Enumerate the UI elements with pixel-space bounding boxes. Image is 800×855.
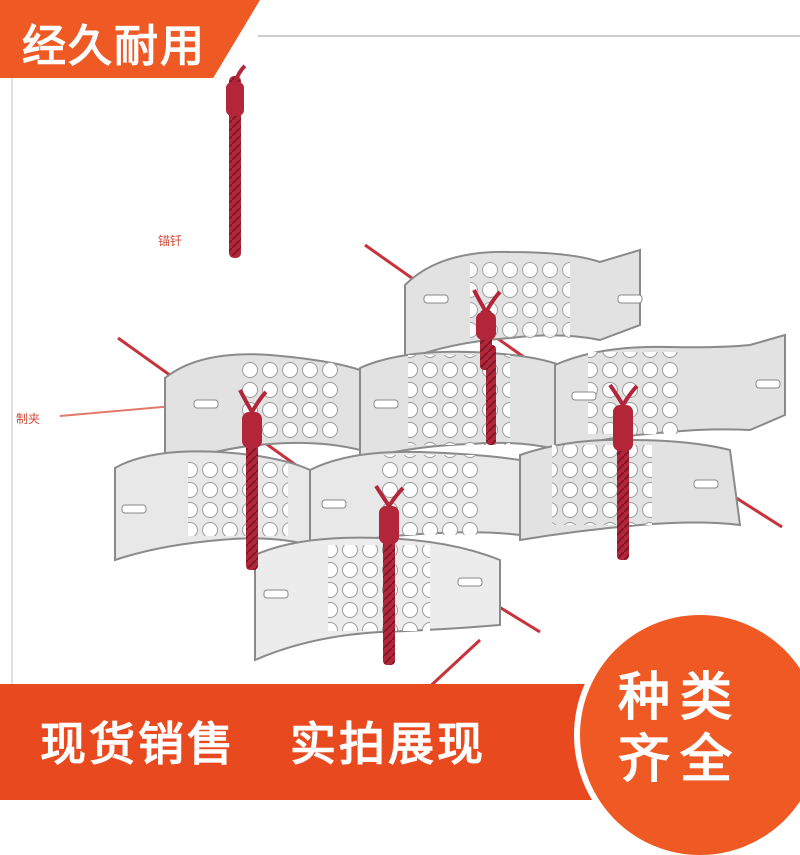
geocell-illustration [59, 64, 786, 707]
cell-front-center [309, 450, 521, 550]
anchor-rods-installed [238, 289, 639, 665]
badge-line-2: 齐全 [617, 730, 742, 790]
frame-lines [11, 35, 800, 684]
cell-label: 制夹 [16, 412, 41, 426]
slogan-left: 现货销售 [40, 717, 236, 771]
cell-top [404, 248, 643, 362]
cell-bottom [254, 536, 501, 662]
cell-front-left [114, 450, 311, 562]
cell-front-right [519, 438, 742, 542]
cell-middle-center [359, 350, 561, 462]
top-banner: 经久耐用 [0, 0, 260, 78]
top-banner-text: 经久耐用 [22, 21, 206, 72]
anchor-label: 锚钎 [158, 234, 183, 248]
cell-middle-right [554, 333, 786, 452]
anchor-rod-standalone [226, 64, 247, 258]
badge-line-1: 种类 [617, 668, 742, 728]
slogan-right: 实拍展现 [290, 717, 486, 771]
category-badge: 种类 齐全 [580, 615, 800, 855]
